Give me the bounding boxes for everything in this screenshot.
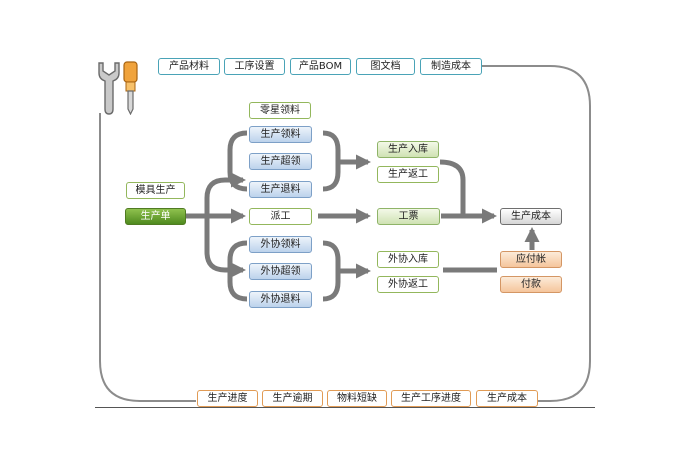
node-accounts-payable[interactable]: 应付帐: [500, 251, 562, 268]
tab-production-overdue[interactable]: 生产逾期: [262, 390, 323, 407]
node-production-issue[interactable]: 生产领料: [249, 126, 312, 143]
tab-process-settings[interactable]: 工序设置: [224, 58, 285, 75]
node-production-rework[interactable]: 生产返工: [377, 166, 439, 183]
tab-production-cost[interactable]: 生产成本: [476, 390, 538, 407]
node-production-over-issue[interactable]: 生产超领: [249, 153, 312, 170]
tab-product-bom[interactable]: 产品BOM: [290, 58, 351, 75]
node-production-stock-in[interactable]: 生产入库: [377, 141, 439, 158]
tab-production-progress[interactable]: 生产进度: [197, 390, 258, 407]
node-production-order[interactable]: 生产单: [125, 208, 186, 225]
divider-line: [95, 407, 595, 408]
node-work-ticket[interactable]: 工票: [377, 208, 440, 225]
tab-document[interactable]: 图文档: [356, 58, 415, 75]
node-production-cost[interactable]: 生产成本: [500, 208, 562, 225]
node-retail-issue[interactable]: 零星领料: [249, 102, 311, 119]
node-outsource-stock-in[interactable]: 外协入库: [377, 251, 439, 268]
node-outsource-rework[interactable]: 外协返工: [377, 276, 439, 293]
tools-wrench-screwdriver-icon: [98, 61, 138, 115]
node-payment[interactable]: 付款: [500, 276, 562, 293]
node-outsource-over-issue[interactable]: 外协超领: [249, 263, 312, 280]
tab-manufacturing-cost[interactable]: 制造成本: [420, 58, 482, 75]
node-outsource-issue[interactable]: 外协领料: [249, 236, 312, 253]
tab-process-progress[interactable]: 生产工序进度: [391, 390, 471, 407]
node-production-return[interactable]: 生产退料: [249, 181, 312, 198]
node-outsource-return[interactable]: 外协退料: [249, 291, 312, 308]
tab-product-material[interactable]: 产品材料: [158, 58, 220, 75]
node-dispatch[interactable]: 派工: [249, 208, 312, 225]
loop-line: [99, 65, 591, 402]
tab-material-shortage[interactable]: 物料短缺: [327, 390, 387, 407]
node-mold-production[interactable]: 模具生产: [126, 182, 185, 199]
